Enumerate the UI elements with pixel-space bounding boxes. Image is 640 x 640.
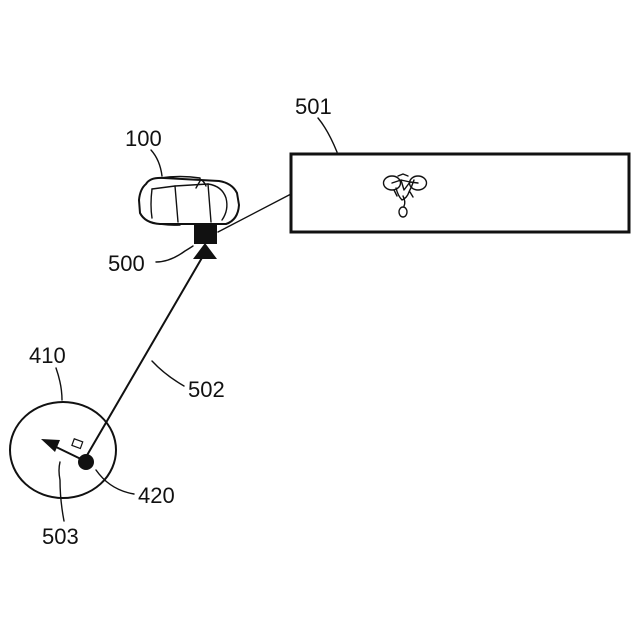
car-top-view-icon [139, 177, 239, 226]
leader-410 [56, 368, 62, 400]
leader-501 [318, 118, 337, 152]
label-user: 420 [138, 483, 175, 508]
label-zone: 410 [29, 343, 66, 368]
camera-display-connector [218, 194, 291, 232]
label-display: 501 [295, 94, 332, 119]
display-box [291, 154, 629, 232]
direction-marker [72, 439, 83, 449]
leader-500 [156, 246, 193, 262]
person-dot-icon [78, 454, 94, 470]
label-camera: 500 [108, 251, 145, 276]
label-vehicle: 100 [125, 126, 162, 151]
label-link: 502 [188, 377, 225, 402]
leader-100 [151, 150, 162, 176]
leader-502 [152, 361, 184, 386]
sight-line [86, 256, 203, 457]
leader-503 [59, 462, 64, 521]
camera-icon [193, 225, 217, 259]
label-direction: 503 [42, 524, 79, 549]
